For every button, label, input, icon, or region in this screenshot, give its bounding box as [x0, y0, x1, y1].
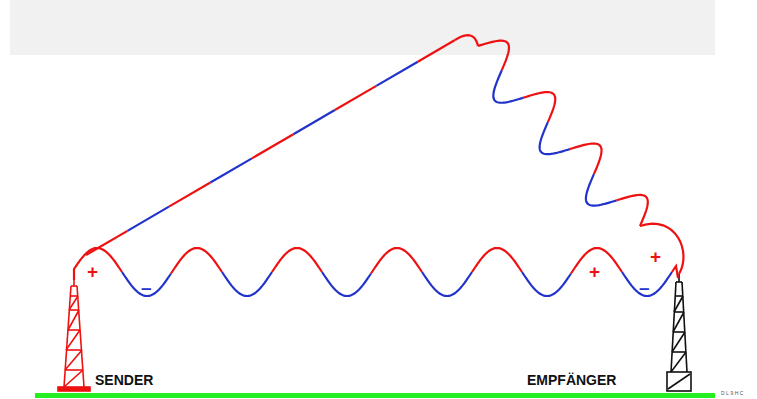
ground-line [35, 393, 715, 398]
wave-segment [74, 248, 122, 280]
top-band [10, 0, 715, 55]
wave-segment [672, 266, 678, 278]
charge-sign: – [639, 278, 650, 297]
wave-segment [293, 110, 334, 134]
wave-group [74, 35, 683, 296]
wave-segment [86, 231, 127, 255]
watermark: DL9HC [721, 391, 745, 396]
tower-label: EMPFÄNGER [527, 373, 616, 387]
wave-segment [322, 272, 371, 296]
charge-sign: – [141, 278, 152, 297]
wave-segment [272, 248, 322, 272]
receiver-tower [667, 274, 691, 391]
wave-segment [522, 272, 571, 296]
wave-segment [617, 195, 648, 226]
wave-segment [335, 86, 376, 110]
sender-tower [58, 279, 90, 391]
wave-segment [422, 272, 472, 296]
wave-segment [210, 158, 251, 182]
wave-segment [478, 41, 509, 71]
wave-segment [222, 272, 272, 296]
wave-segment [493, 70, 523, 103]
wave-segment [252, 134, 293, 158]
charge-sign: + [589, 262, 600, 281]
wave-segment [169, 183, 210, 207]
wave-segment [127, 207, 168, 231]
wave-segment [122, 272, 171, 296]
wave-segment [570, 144, 602, 175]
wave-segment [540, 122, 570, 154]
charge-sign: + [87, 262, 98, 281]
wave-segment [455, 35, 478, 46]
wave-segment [418, 40, 455, 62]
wave-segment [586, 174, 617, 206]
wave-segment [371, 248, 422, 274]
wave-segment [622, 272, 672, 296]
tower-label: SENDER [95, 373, 153, 387]
charge-sign: + [650, 247, 661, 266]
wave-segment [472, 248, 522, 272]
wave-segment [376, 62, 417, 86]
wave-segment [171, 248, 222, 274]
wave-segment [640, 224, 683, 274]
wave-segment [523, 92, 555, 122]
